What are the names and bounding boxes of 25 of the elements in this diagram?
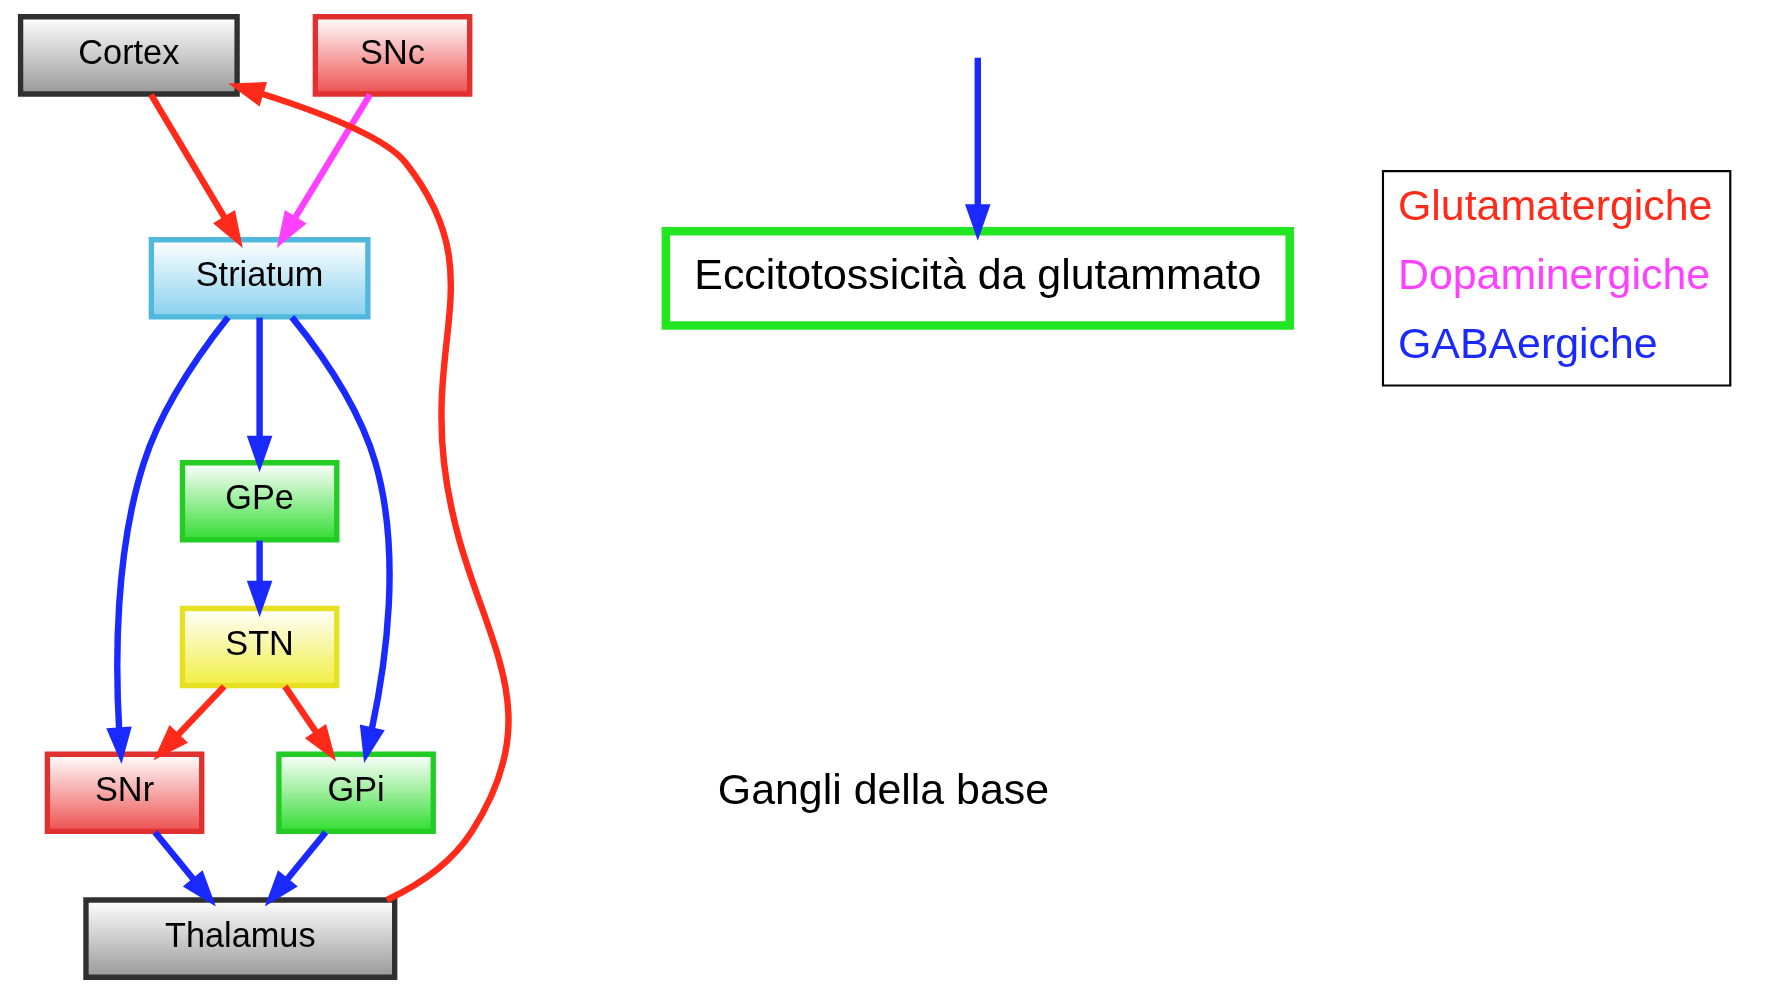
node-box: SNr (44, 751, 204, 835)
arrow (281, 684, 336, 762)
arrow (227, 82, 511, 903)
node-box: Striatum (148, 237, 371, 320)
node-box: Thalamus (82, 897, 397, 980)
legend-label: GABAergiche (1397, 318, 1658, 367)
arrow (288, 315, 393, 763)
node-box: Eccitotossicità da glutammato (661, 226, 1294, 330)
arrow (264, 830, 328, 907)
node-box: GPe (179, 460, 339, 543)
node-box: Cortex (17, 14, 240, 97)
arrow (246, 317, 272, 473)
arrow (147, 92, 243, 248)
arrow (153, 684, 226, 761)
legend-label: Glutamatergiche (1397, 181, 1712, 230)
node-box: STN (179, 605, 339, 689)
legend-label: Dopaminergiche (1397, 250, 1710, 299)
node-box: GPi (275, 751, 436, 835)
arrow (276, 92, 373, 248)
arrow (152, 830, 216, 907)
arrow (246, 540, 272, 618)
node-box: SNc (312, 14, 472, 97)
arrow (964, 57, 991, 241)
label: Gangli della base (717, 764, 1049, 813)
arrow (105, 315, 231, 764)
